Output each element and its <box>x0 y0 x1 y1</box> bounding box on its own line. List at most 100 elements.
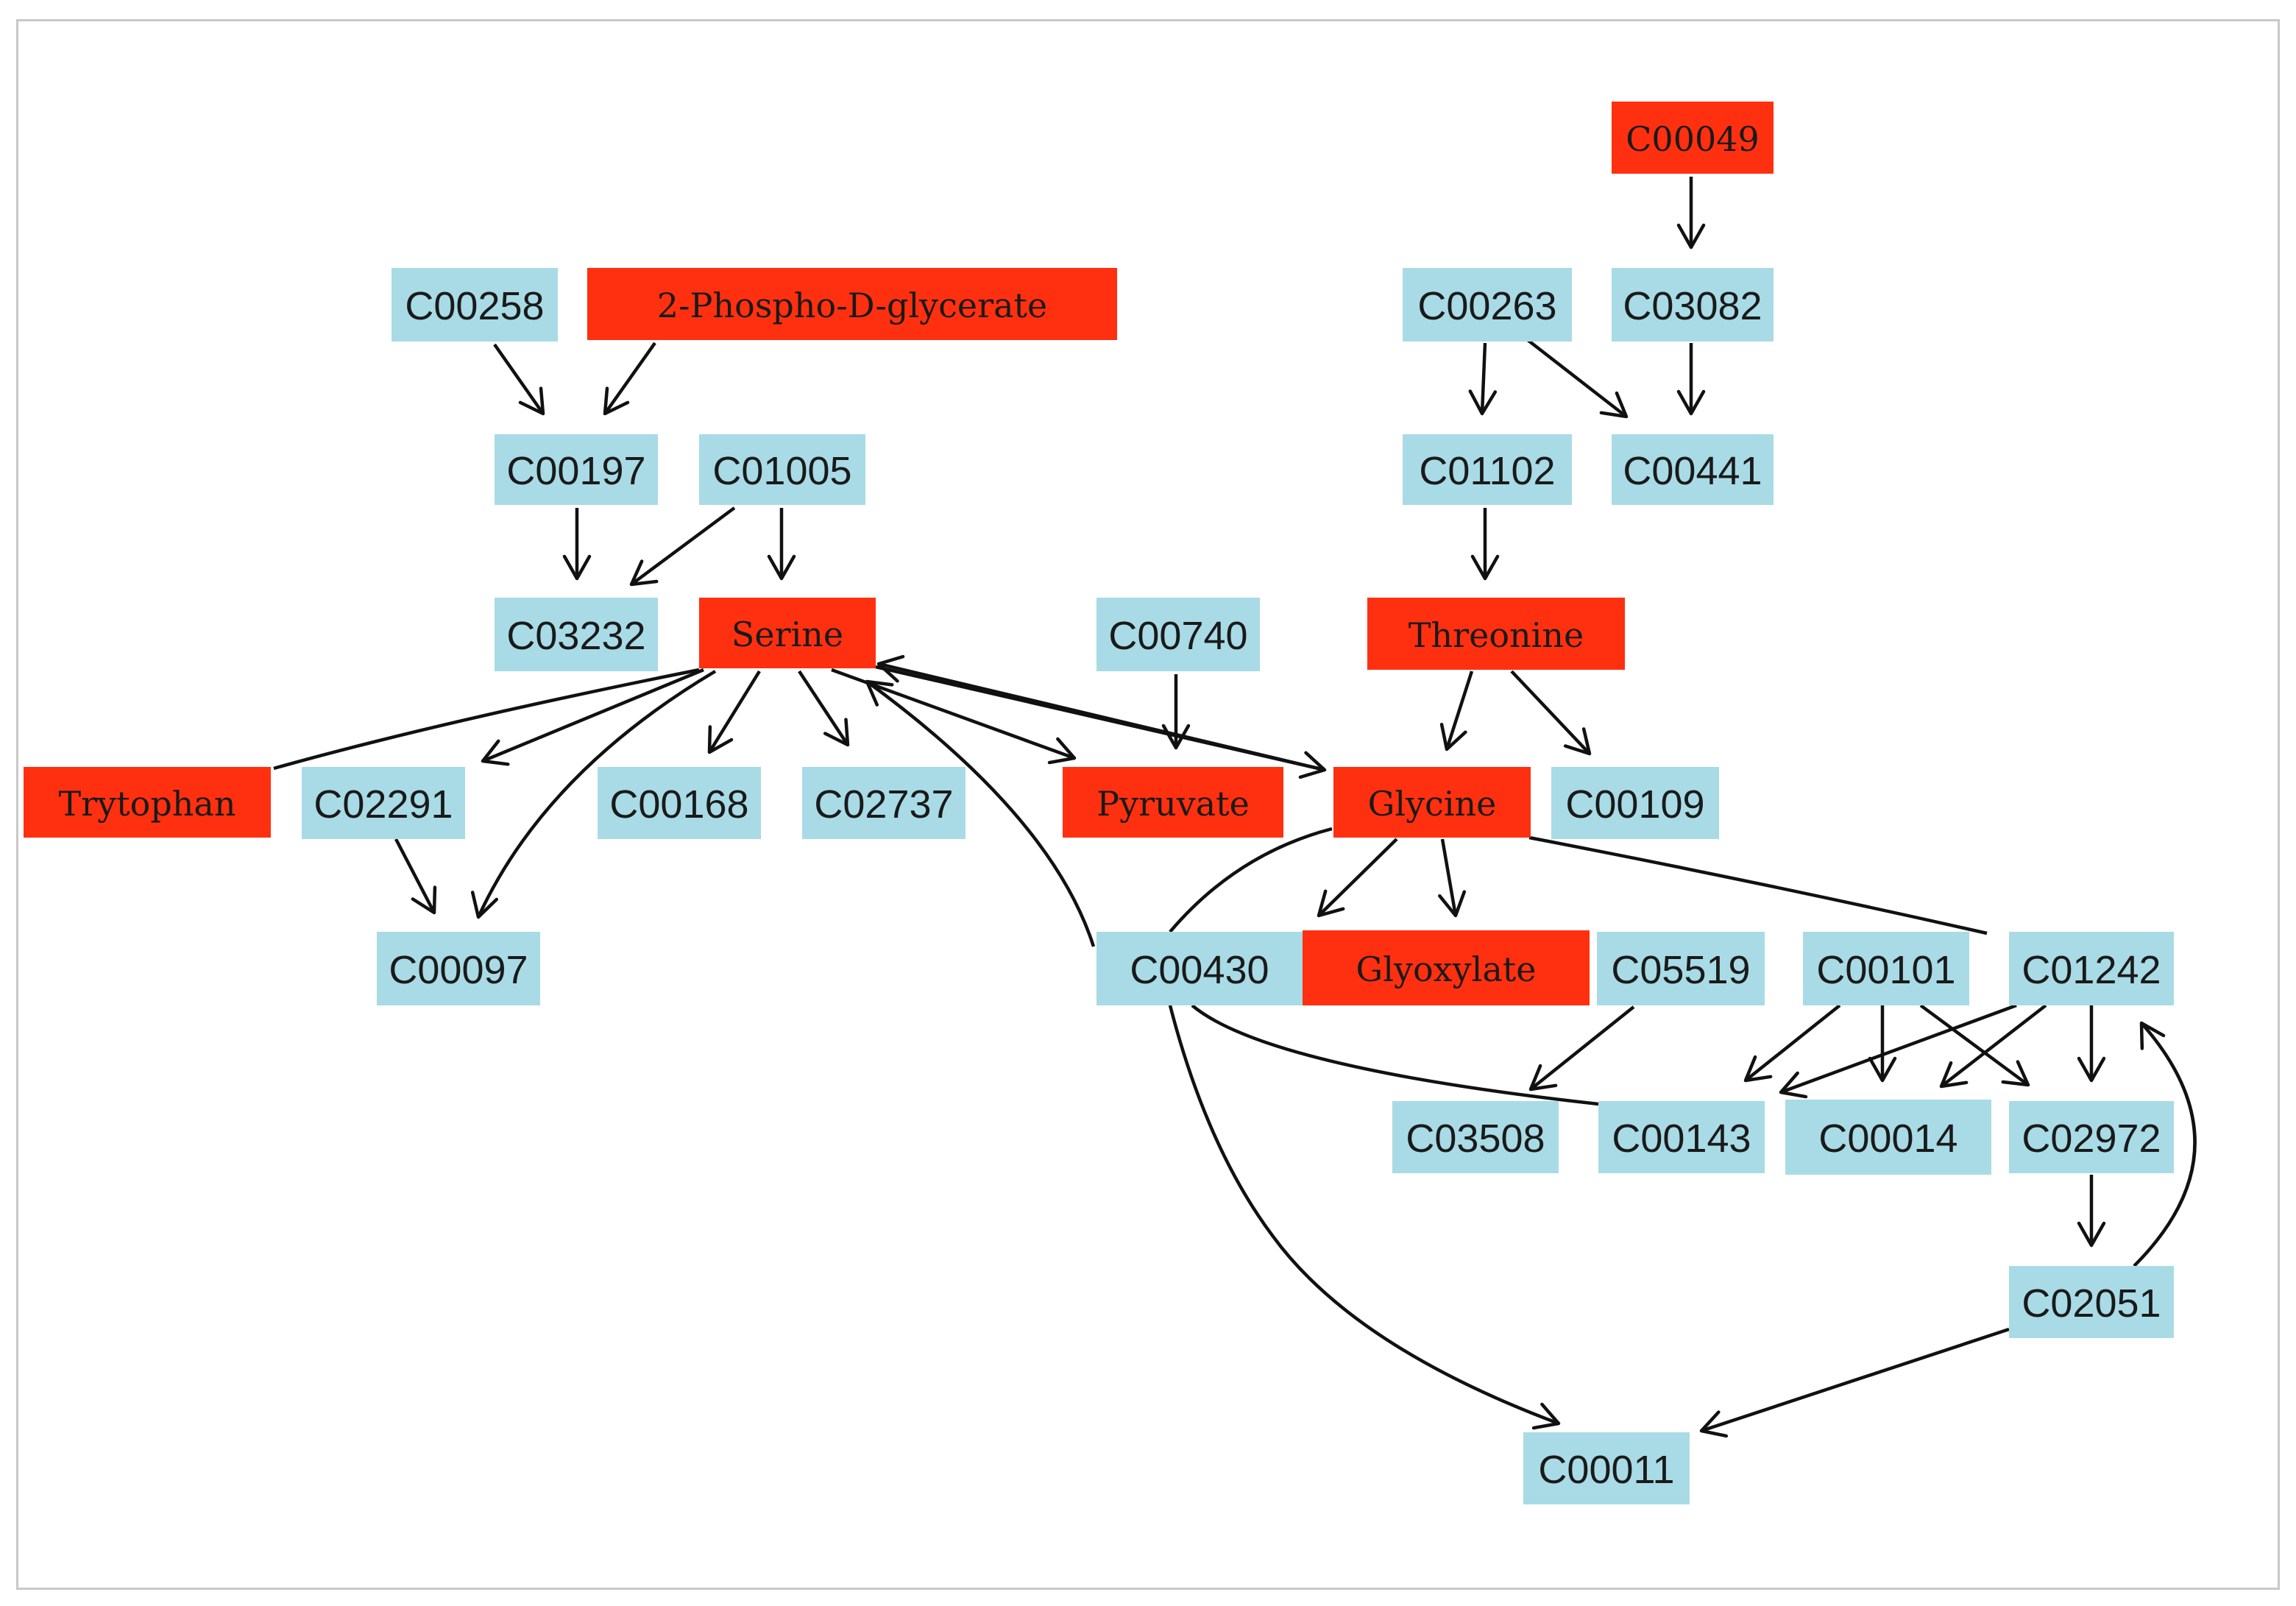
arrowhead <box>1047 737 1077 765</box>
edge-line <box>1940 1004 2047 1088</box>
edge-c00263-to-c00441 <box>1526 339 1629 419</box>
arrowhead <box>865 679 894 707</box>
node-c00263[interactable]: C00263 <box>1403 268 1572 342</box>
edge-c00263-to-c01102 <box>1468 342 1498 416</box>
edge-line <box>1529 1005 1635 1091</box>
arrowhead <box>562 554 592 581</box>
node-c02051[interactable]: C02051 <box>2009 1266 2174 1338</box>
node-c00197[interactable]: C00197 <box>495 434 658 505</box>
node-glyoxylate[interactable]: Glyoxylate <box>1303 930 1590 1005</box>
node-c00014[interactable]: C00014 <box>1785 1100 1991 1175</box>
node-label: C00049 <box>1626 119 1760 159</box>
node-box <box>391 268 558 342</box>
arrowhead <box>481 739 510 766</box>
edge-line <box>273 668 700 771</box>
node-label: C00168 <box>609 782 748 827</box>
node-label: Threonine <box>1409 615 1584 655</box>
node-box <box>1612 434 1774 505</box>
edge-c00049-to-c03082 <box>1676 177 1706 250</box>
node-c00011[interactable]: C00011 <box>1523 1432 1690 1504</box>
edge-glycine-to-serine <box>876 654 1325 772</box>
node-c01005[interactable]: C01005 <box>699 434 865 505</box>
arrowhead <box>2001 1060 2030 1087</box>
edge-serine-to-c00097 <box>470 670 717 919</box>
node-box <box>1803 932 1969 1005</box>
node-box <box>377 932 540 1005</box>
node-c05519[interactable]: C05519 <box>1597 932 1765 1005</box>
arrowhead <box>1439 722 1467 751</box>
node-c02972[interactable]: C02972 <box>2009 1101 2174 1173</box>
node-c00740[interactable]: C00740 <box>1096 598 1260 671</box>
node-trytophan[interactable]: Trytophan <box>24 767 271 838</box>
node-label: C03232 <box>506 614 645 658</box>
node-label: C02051 <box>2022 1281 2161 1326</box>
node-c00258[interactable]: C00258 <box>391 268 558 342</box>
arrowhead <box>603 386 630 416</box>
edge-c01102-to-threonine <box>1470 508 1500 581</box>
node-box <box>1403 268 1572 342</box>
node-c03232[interactable]: C03232 <box>495 598 658 671</box>
arrowhead <box>1779 1071 1808 1099</box>
node-label: C00197 <box>506 449 645 493</box>
node-box <box>1403 434 1572 505</box>
node-label: C01005 <box>712 449 851 493</box>
node-pyruvate[interactable]: Pyruvate <box>1063 767 1283 838</box>
edge-line <box>1191 1004 1599 1106</box>
highlighted-node-box <box>24 767 271 838</box>
highlighted-node-box <box>1367 598 1625 670</box>
edge-c00430-to-c00011 <box>1168 1005 1561 1430</box>
edge-c02051-to-c00011 <box>1699 1327 2010 1438</box>
edge-threonine-to-c00109 <box>1510 670 1592 756</box>
highlighted-node-box <box>699 598 876 668</box>
edge-c00197-to-c03232 <box>562 508 592 581</box>
arrowhead <box>629 559 659 587</box>
edge-line <box>493 343 545 415</box>
arrowhead <box>1599 391 1629 419</box>
edge-line <box>2133 1022 2197 1267</box>
node-c00430[interactable]: C00430 <box>1096 932 1303 1005</box>
node-c00441[interactable]: C00441 <box>1612 434 1774 505</box>
node-c03082[interactable]: C03082 <box>1612 268 1774 342</box>
node-threonine[interactable]: Threonine <box>1367 598 1625 670</box>
node-label: C00143 <box>1612 1117 1751 1161</box>
arrowhead <box>1743 1055 1773 1083</box>
arrowhead <box>823 718 850 747</box>
node-serine[interactable]: Serine <box>699 598 876 668</box>
edge-line <box>1744 1004 1841 1082</box>
edge-line <box>1168 1005 1559 1426</box>
node-label: C05519 <box>1611 948 1750 992</box>
node-c01242[interactable]: C01242 <box>2009 932 2174 1005</box>
highlighted-node-box <box>1303 930 1590 1005</box>
arrowhead <box>470 891 499 919</box>
edge-c01242-to-c00014 <box>1939 1004 2047 1089</box>
edge-line <box>1445 671 1474 750</box>
node-glycine[interactable]: Glycine <box>1333 767 1531 838</box>
arrowhead <box>1563 727 1592 756</box>
node-box <box>1096 598 1260 671</box>
node-c03508[interactable]: C03508 <box>1392 1101 1559 1173</box>
edge-line <box>708 670 761 754</box>
node-c00101[interactable]: C00101 <box>1803 932 1969 1005</box>
arrowhead <box>1939 1061 1969 1089</box>
arrowhead <box>1468 389 1498 416</box>
node-c00143[interactable]: C00143 <box>1598 1101 1765 1173</box>
node-c00109[interactable]: C00109 <box>1551 767 1719 839</box>
edge-c02972-to-c02051 <box>2077 1175 2106 1248</box>
edge-c02051-to-c01242 <box>2133 1021 2197 1267</box>
edge-line <box>1780 1003 2017 1094</box>
node-c02291[interactable]: C02291 <box>302 767 465 839</box>
node-c00049[interactable]: C00049 <box>1612 102 1774 174</box>
node-box <box>2009 1101 2174 1173</box>
edge-c00430-to-serine <box>865 679 1096 947</box>
edge-c05519-to-c03508 <box>1528 1005 1635 1092</box>
arrowhead <box>707 725 734 754</box>
node-label: C00430 <box>1130 948 1269 992</box>
node-box <box>302 767 465 839</box>
node-c01102[interactable]: C01102 <box>1403 434 1572 505</box>
edge-serine-to-trytophan <box>273 668 700 771</box>
node-c00097[interactable]: C00097 <box>377 932 540 1005</box>
node-c00168[interactable]: C00168 <box>598 767 761 839</box>
node-2pdg[interactable]: 2-Phospho-D-glycerate <box>587 268 1117 340</box>
node-c02737[interactable]: C02737 <box>802 767 965 839</box>
node-box <box>2009 932 2174 1005</box>
